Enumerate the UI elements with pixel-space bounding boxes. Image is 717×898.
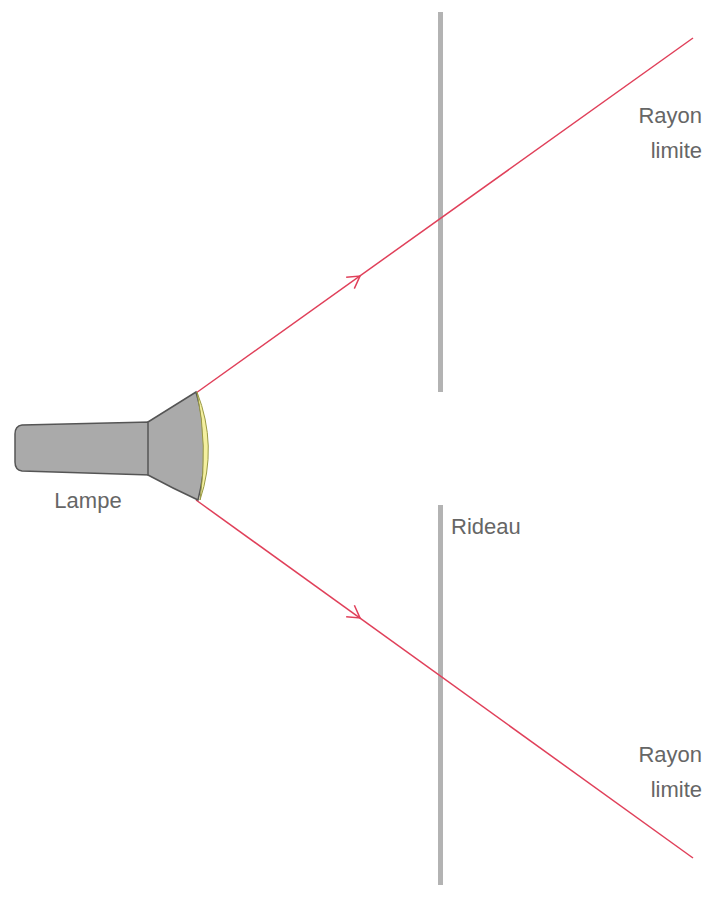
lamp-label: Lampe <box>28 483 148 518</box>
curtain-lower <box>438 505 443 885</box>
ray-arrowhead <box>346 605 364 623</box>
ray-label: Rayon limite <box>620 737 702 807</box>
ray-arrowhead <box>346 270 364 288</box>
lamp-icon <box>15 392 208 500</box>
ray-label: Rayon limite <box>620 98 702 168</box>
curtain-upper <box>438 12 443 392</box>
curtain-label: Rideau <box>451 509 571 544</box>
light-ray <box>196 38 693 393</box>
light-ray <box>196 500 693 858</box>
